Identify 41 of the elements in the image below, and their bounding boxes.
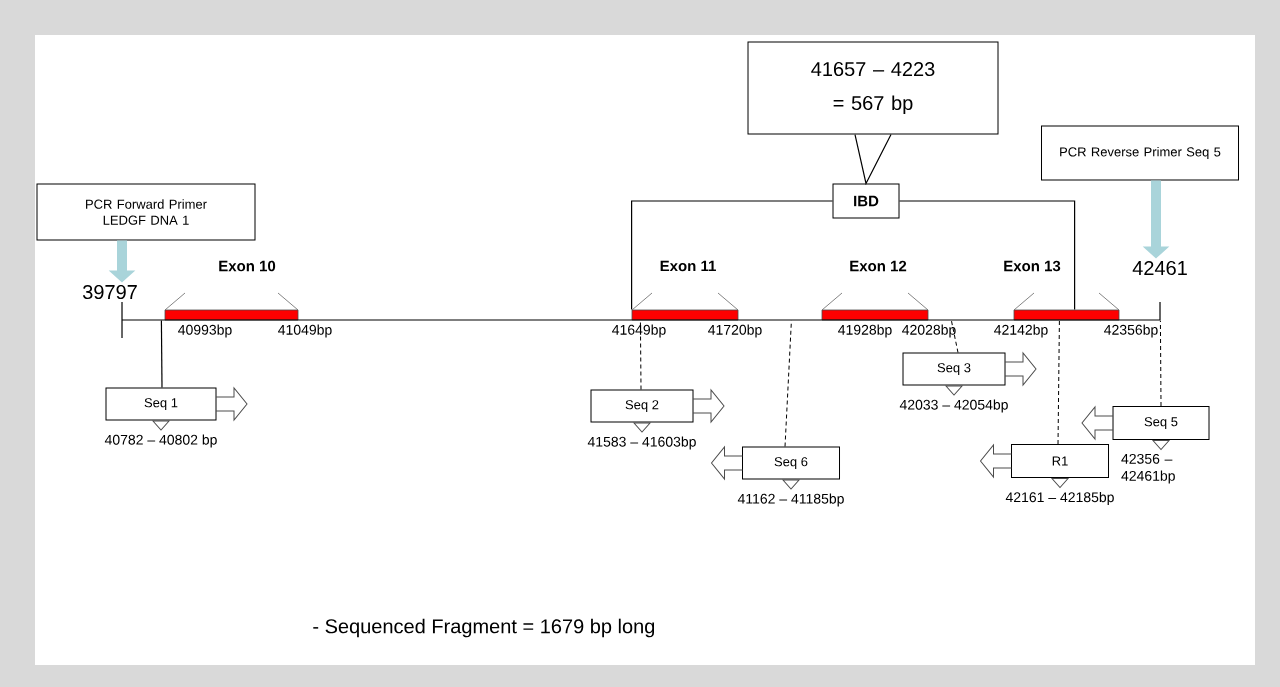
exon-label: Exon 12 [850, 260, 907, 272]
primer-box: Seq 2 [590, 389, 694, 423]
position-label: 41649bp [612, 324, 666, 338]
exon-label: Exon 11 [660, 260, 716, 272]
exon-label: Exon 10 [219, 260, 276, 272]
position-label: 42028bp [902, 324, 956, 338]
label-box: PCR Forward Primer LEDGF DNA 1 [36, 183, 256, 241]
label-box: IBD [832, 183, 900, 219]
connector-line [784, 320, 792, 447]
position-label: 40782 – 40802 bp [104, 434, 217, 448]
label-box: 41657 – 4223 = 567 bp [747, 41, 999, 135]
connector-line [160, 320, 163, 389]
primer-box: Seq 3 [902, 352, 1006, 386]
primer-box: Seq 1 [105, 387, 217, 421]
position-label: 42142bp [994, 324, 1048, 338]
primer-box: R1 [1011, 444, 1109, 478]
primer-box: Seq 6 [742, 446, 840, 480]
position-label: 41720bp [708, 324, 762, 338]
position-label: 42161 – 42185bp [1005, 491, 1114, 505]
connector-line [631, 200, 834, 311]
position-label: 41049bp [278, 324, 332, 338]
position-label: 39797 [82, 284, 137, 300]
connector-line [1159, 320, 1162, 407]
exon-label: Exon 13 [1004, 260, 1061, 272]
position-label: 41928bp [838, 324, 892, 338]
connector-line [1057, 320, 1060, 445]
connector-line [898, 200, 1076, 311]
primer-box: Seq 5 [1112, 406, 1210, 440]
note-text: - Sequenced Fragment = 1679 bp long [313, 618, 655, 638]
position-label: 40993bp [178, 324, 232, 338]
position-label: 42461 [1132, 260, 1187, 276]
sequence-line [121, 301, 1161, 339]
connector-line [639, 320, 642, 390]
position-label: 42033 – 42054bp [899, 399, 1008, 413]
position-label: 42356bp [1104, 324, 1158, 338]
position-label: 41162 – 41185bp [737, 493, 844, 507]
connector-line [854, 133, 892, 186]
label-box: PCR Reverse Primer Seq 5 [1041, 125, 1239, 181]
position-label: 41583 – 41603bp [587, 436, 696, 450]
connector-line [950, 320, 959, 353]
position-label: 42356 – 42461bp [1121, 453, 1175, 484]
